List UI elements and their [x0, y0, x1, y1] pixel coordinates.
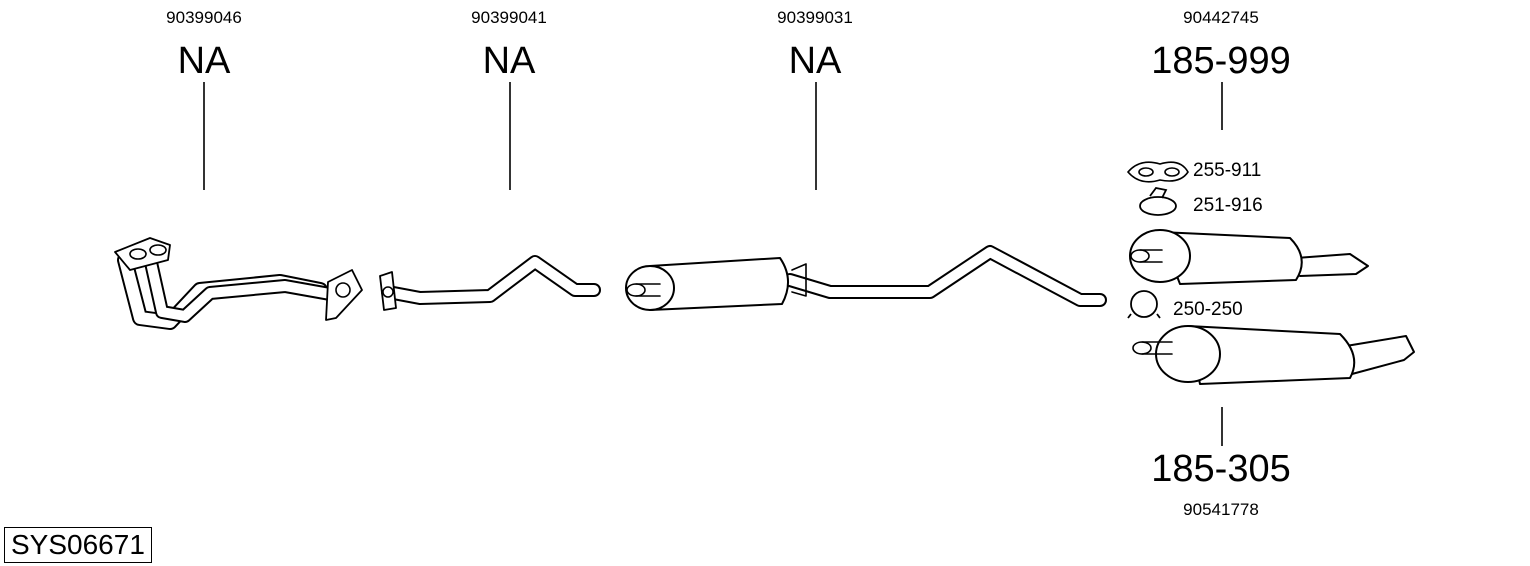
gasket-drawing — [1126, 161, 1189, 183]
system-id-label: SYS06671 — [4, 527, 152, 563]
part-oem-number: 90399046 — [166, 8, 242, 27]
centre-muffler-drawing — [625, 245, 1107, 311]
accessory-code: 255-911 — [1193, 160, 1262, 181]
part-code: NA — [482, 40, 536, 82]
clamp-ring-drawing — [1127, 290, 1161, 319]
part-code: 185-999 — [1151, 40, 1291, 82]
rear-muffler-upper-drawing — [1129, 229, 1369, 285]
part-oem-number: 90541778 — [1183, 500, 1259, 519]
clamp-drawing — [1139, 187, 1177, 216]
intermediate-pipe-drawing — [379, 255, 601, 311]
leader-lines — [203, 82, 1223, 446]
front-pipe-drawing — [114, 237, 363, 330]
accessory-code: 250-250 — [1173, 299, 1243, 320]
rear-muffler-lower-drawing — [1132, 325, 1415, 385]
part-oem-number: 90399041 — [471, 8, 547, 27]
part-oem-number: 90442745 — [1183, 8, 1259, 27]
part-code: 185-305 — [1151, 448, 1291, 490]
part-code: NA — [788, 40, 842, 82]
accessory-code: 251-916 — [1193, 195, 1263, 216]
part-oem-number: 90399031 — [777, 8, 853, 27]
part-code: NA — [177, 40, 231, 82]
